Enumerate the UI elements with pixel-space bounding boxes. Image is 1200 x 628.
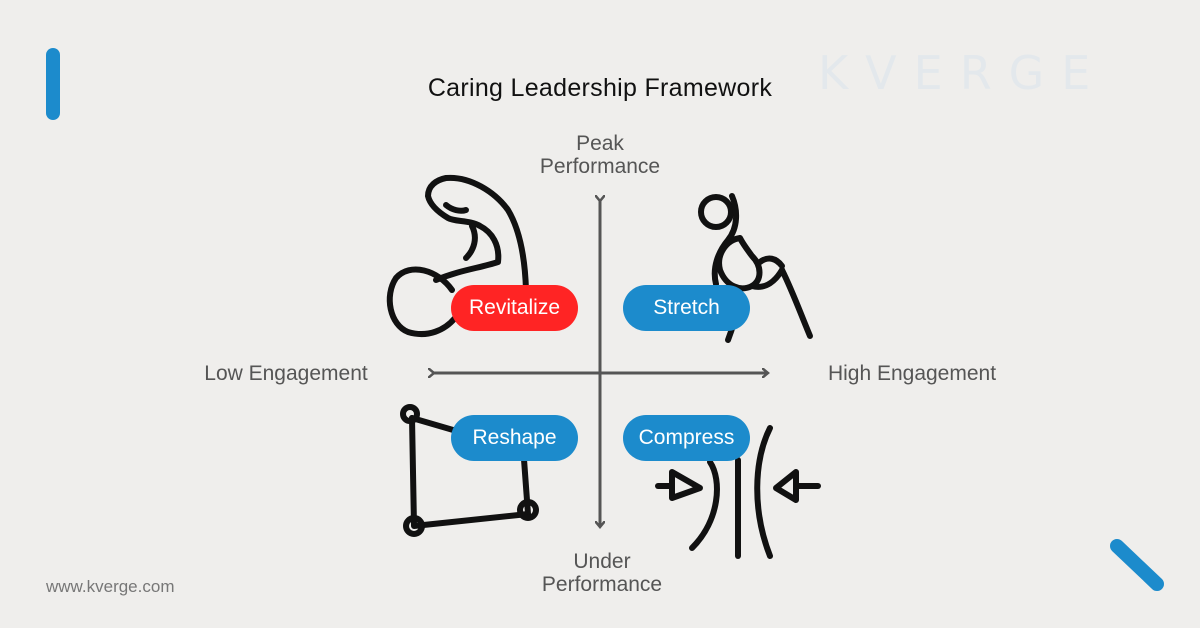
quadrant-pill-compress: Compress	[623, 415, 750, 461]
compress-arrows-icon	[655, 425, 821, 559]
axis-label-top-line2: Performance	[539, 155, 661, 178]
axis-label-top: Peak Performance	[500, 132, 700, 178]
quadrant-pill-stretch: Stretch	[623, 285, 750, 331]
website-url: www.kverge.com	[46, 577, 175, 596]
axis-label-top-line1: Peak	[576, 132, 624, 155]
quadrant-pill-revitalize: Revitalize	[451, 285, 578, 331]
brand-logo-text: KVERGE	[818, 46, 1108, 100]
axis-label-bottom-line2: Performance	[541, 573, 663, 596]
flexed-arm-icon	[386, 174, 529, 338]
axis-label-bottom: Under Performance	[500, 550, 704, 596]
bottom-right-accent-bar	[1110, 539, 1164, 591]
axis-label-bottom-line1: Under	[573, 550, 631, 573]
axis-label-left: Low Engagement	[204, 362, 368, 385]
page-title: Caring Leadership Framework	[427, 74, 773, 102]
axis-label-right: High Engagement	[827, 362, 997, 385]
quadrant-pill-reshape: Reshape	[451, 415, 578, 461]
